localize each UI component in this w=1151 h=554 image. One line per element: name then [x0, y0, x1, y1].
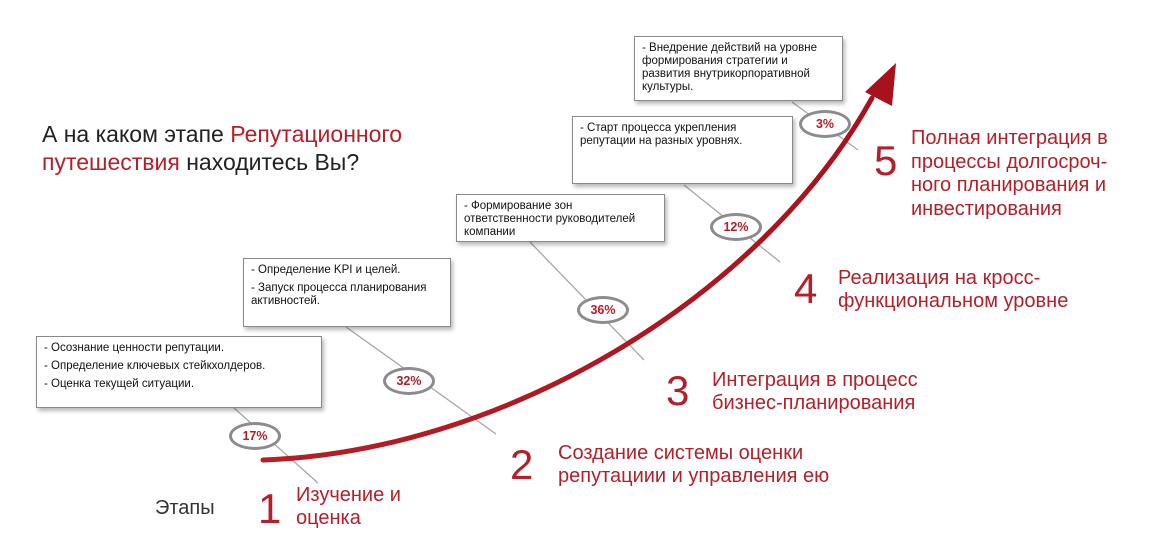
stage-5-percent-badge: 3% — [799, 110, 851, 138]
growth-arrow-head — [865, 63, 896, 106]
stage-1-note: - Осознание ценности репутации. — [44, 342, 225, 354]
stage-2-title: Создание системы оценки репутациии и упр… — [558, 442, 830, 487]
stage-4-number: 4 — [794, 265, 818, 312]
stage-3-title: Интеграция в процесс бизнес-планирования — [712, 369, 918, 414]
stage-2-percent-badge: 32% — [383, 367, 435, 395]
question-heading: А на каком этапе Репутационного путешест… — [42, 121, 403, 175]
stage-2-note: - Запуск процесса планирования активност… — [251, 282, 427, 307]
stage-1-number: 1 — [258, 485, 282, 532]
stage-4-note: - Старт процесса укрепления репутации на… — [580, 122, 743, 147]
stage-2-note: - Определение KPI и целей. — [251, 264, 401, 276]
question-highlight-2: путешествия — [42, 149, 180, 175]
stages-label: Этапы — [155, 497, 215, 519]
stage-4-notes-box: - Старт процесса укрепления репутации на… — [572, 116, 793, 184]
stage-2-number: 2 — [510, 441, 534, 488]
stage-4-percent-badge: 12% — [710, 213, 762, 241]
stage-5-title: Полная интеграция в процессы долгосроч- … — [911, 127, 1108, 220]
stage-5-note: - Внедрение действий на уровне формирова… — [642, 42, 817, 93]
stage-1-note: - Оценка текущей ситуации. — [44, 378, 195, 390]
stage-3-note: - Формирование зон ответственности руков… — [464, 200, 636, 238]
question-highlight-1: Репутационного — [230, 121, 403, 147]
growth-arrow-curve — [260, 95, 875, 463]
stage-2-notes-box: - Определение KPI и целей. - Запуск проц… — [243, 258, 451, 327]
stage-3-percent-badge: 36% — [577, 296, 629, 324]
stage-5-notes-box: - Внедрение действий на уровне формирова… — [634, 36, 843, 101]
stage-1-title: Изучение и оценка — [296, 484, 401, 529]
stage-1-percent-badge: 17% — [229, 422, 281, 450]
stage-4-title: Реализация на кросс- функциональном уров… — [838, 267, 1069, 312]
stage-1-notes-box: - Осознание ценности репутации. - Опреде… — [36, 336, 322, 408]
stage-1-note: - Определение ключевых стейкхолдеров. — [44, 360, 266, 372]
stage-5-number: 5 — [874, 137, 898, 184]
stage-3-notes-box: - Формирование зон ответственности руков… — [456, 194, 665, 242]
stage-3-number: 3 — [666, 367, 690, 414]
connector-line-1 — [233, 407, 319, 484]
